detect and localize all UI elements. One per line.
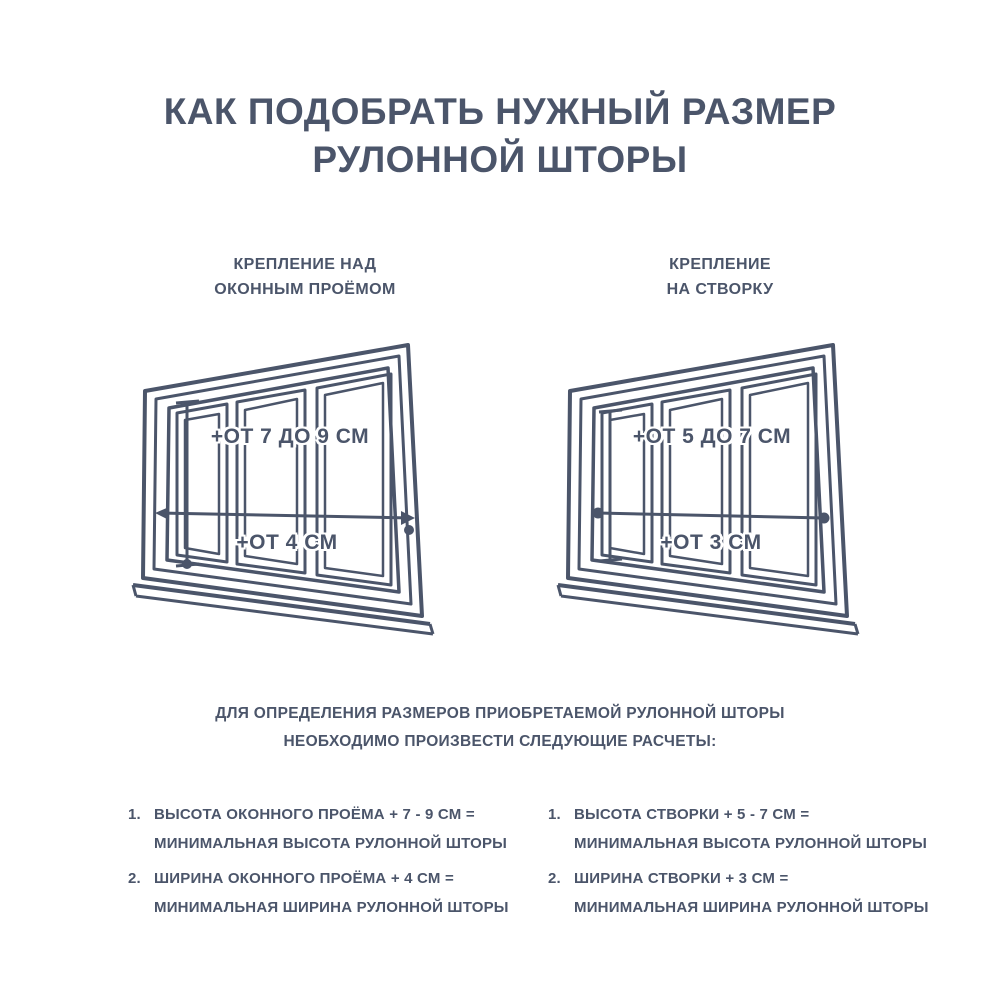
window-illustration-left (131, 343, 435, 636)
calc-item-result: МИНИМАЛЬНАЯ ШИРИНА РУЛОННОЙ ШТОРЫ (154, 899, 509, 916)
height-measure-right-window (598, 408, 623, 563)
calc-item-result: МИНИМАЛЬНАЯ ВЫСОТА РУЛОННОЙ ШТОРЫ (574, 835, 928, 852)
subtitle-right-line2: НА СТВОРКУ (666, 281, 774, 298)
subtitle-left-line2: ОКОННЫМ ПРОЁМОМ (214, 281, 396, 298)
calc-item-result: МИНИМАЛЬНАЯ ШИРИНА РУЛОННОЙ ШТОРЫ (574, 899, 929, 916)
window-illustration-right (556, 343, 860, 636)
subtitle-left-line1: КРЕПЛЕНИЕ НАД (233, 256, 377, 273)
calc-item-result: МИНИМАЛЬНАЯ ВЫСОТА РУЛОННОЙ ШТОРЫ (154, 835, 508, 852)
height-note-right: +ОТ 5 ДО 7 СМ (632, 425, 792, 448)
calc-item-number: 1. (128, 806, 141, 823)
calc-item-number: 2. (128, 870, 141, 887)
calc-list-window-opening: 1. ВЫСОТА ОКОННОГО ПРОЁМА + 7 - 9 СМ = М… (128, 800, 528, 928)
subtitle-mount-above-opening: КРЕПЛЕНИЕ НАД ОКОННЫМ ПРОЁМОМ (125, 252, 485, 302)
width-measure-right-window (592, 507, 830, 524)
height-measure-left-window (175, 399, 200, 569)
calc-item-formula: ВЫСОТА ОКОННОГО ПРОЁМА + 7 - 9 СМ = (154, 806, 475, 823)
calc-item-formula: ШИРИНА СТВОРКИ + 3 СМ = (574, 870, 789, 887)
calc-list-sash: 1. ВЫСОТА СТВОРКИ + 5 - 7 СМ = МИНИМАЛЬН… (548, 800, 948, 928)
calc-item: 2. ШИРИНА ОКОННОГО ПРОЁМА + 4 СМ = МИНИМ… (128, 864, 528, 922)
height-note-left: +ОТ 7 ДО 9 СМ (210, 425, 370, 448)
subtitle-mount-on-sash: КРЕПЛЕНИЕ НА СТВОРКУ (550, 252, 890, 302)
calc-item-number: 1. (548, 806, 561, 823)
page-title: КАК ПОДОБРАТЬ НУЖНЫЙ РАЗМЕР РУЛОННОЙ ШТО… (0, 88, 1000, 184)
width-note-left: +ОТ 4 СМ (236, 531, 338, 554)
instructions-intro: ДЛЯ ОПРЕДЕЛЕНИЯ РАЗМЕРОВ ПРИОБРЕТАЕМОЙ Р… (0, 700, 1000, 756)
width-note-right: +ОТ 3 СМ (660, 531, 762, 554)
calc-item-formula: ШИРИНА ОКОННОГО ПРОЁМА + 4 СМ = (154, 870, 454, 887)
instructions-intro-line2: НЕОБХОДИМО ПРОИЗВЕСТИ СЛЕДУЮЩИЕ РАСЧЕТЫ: (283, 733, 717, 750)
calc-item-formula: ВЫСОТА СТВОРКИ + 5 - 7 СМ = (574, 806, 810, 823)
calc-item: 1. ВЫСОТА СТВОРКИ + 5 - 7 СМ = МИНИМАЛЬН… (548, 800, 948, 858)
calc-item: 2. ШИРИНА СТВОРКИ + 3 СМ = МИНИМАЛЬНАЯ Ш… (548, 864, 948, 922)
calc-item: 1. ВЫСОТА ОКОННОГО ПРОЁМА + 7 - 9 СМ = М… (128, 800, 528, 858)
subtitle-right-line1: КРЕПЛЕНИЕ (669, 256, 771, 273)
width-measure-left-window (155, 507, 415, 535)
page-title-line1: КАК ПОДОБРАТЬ НУЖНЫЙ РАЗМЕР (163, 91, 837, 132)
calc-item-number: 2. (548, 870, 561, 887)
page-title-line2: РУЛОННОЙ ШТОРЫ (312, 139, 688, 180)
instructions-intro-line1: ДЛЯ ОПРЕДЕЛЕНИЯ РАЗМЕРОВ ПРИОБРЕТАЕМОЙ Р… (215, 705, 785, 722)
